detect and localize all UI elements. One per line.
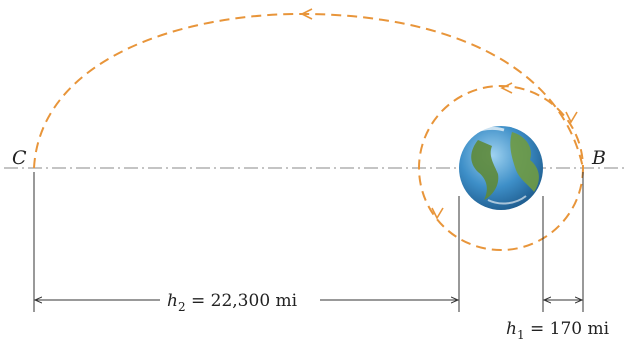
transfer-orbit (33, 12, 584, 169)
h2-value: = 22,300 mi (186, 291, 298, 311)
h1-subscript: 1 (517, 328, 525, 342)
transfer-orbit-arrow-2 (565, 111, 578, 124)
low-orbit-arrow (500, 82, 513, 94)
h1-label: h1 = 170 mi (506, 319, 610, 342)
h2-symbol: h (167, 291, 178, 311)
h1-value: = 170 mi (525, 319, 610, 339)
h2-subscript: 2 (178, 300, 186, 314)
point-b-label: B (591, 147, 606, 169)
transfer-orbit-arrow (300, 8, 313, 20)
earth-globe-icon (459, 126, 543, 210)
low-orbit (418, 85, 584, 251)
h1-symbol: h (506, 319, 517, 339)
low-orbit-arrow-2 (431, 207, 444, 220)
h2-label: h2 = 22,300 mi (167, 291, 298, 314)
point-c-label: C (12, 147, 27, 169)
